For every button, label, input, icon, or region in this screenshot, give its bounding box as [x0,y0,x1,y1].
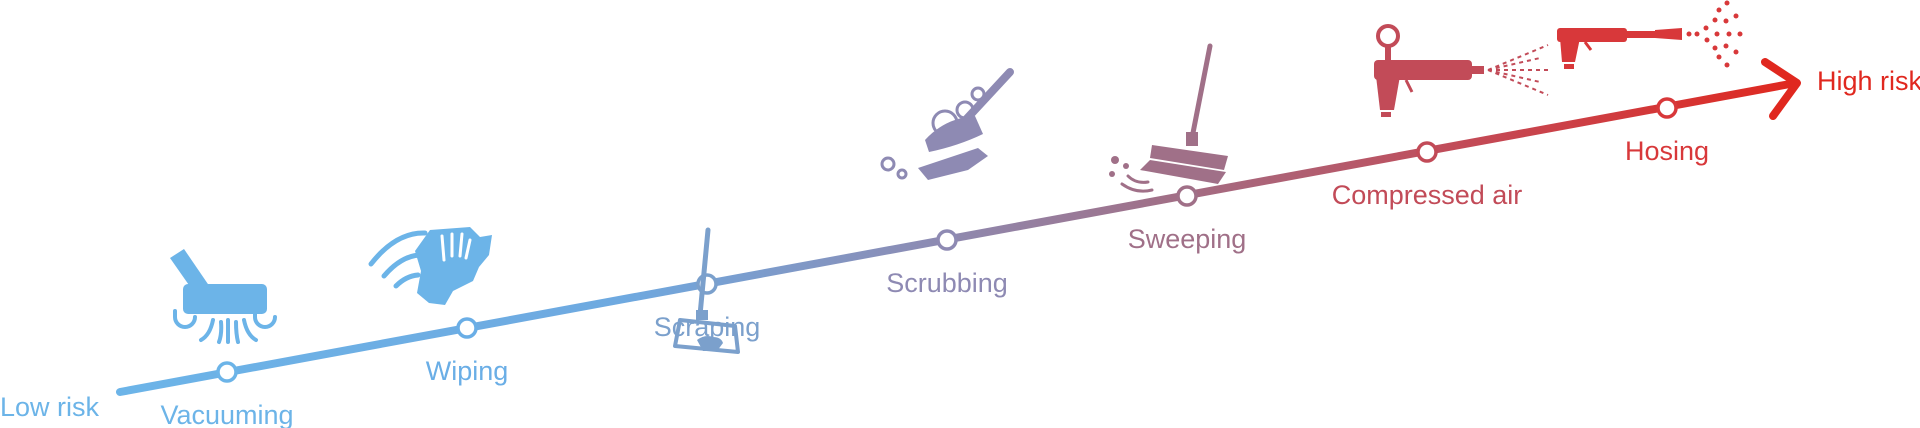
step-label: Hosing [1625,136,1709,166]
high-risk-label: High risk [1817,66,1920,96]
step-label: Vacuuming [160,400,293,428]
step-node [1656,97,1678,119]
step-node [456,317,478,339]
scraper-icon [673,227,740,354]
glove-wiping-icon [368,227,492,305]
step-label: Scrubbing [886,268,1008,298]
step-node [936,229,958,251]
arrow-head [1761,58,1801,120]
step-node [216,361,238,383]
hose-gun-icon [1557,0,1743,69]
step-label: Wiping [426,356,509,386]
step-label: Compressed air [1332,180,1523,210]
scrub-brush-icon [880,68,1014,180]
vacuum-icon [170,249,277,344]
step-label: Sweeping [1128,224,1247,254]
low-risk-label: Low risk [0,392,100,422]
air-gun-icon [1374,24,1549,117]
step-node [1176,185,1198,207]
broom-icon [1109,43,1228,193]
step-node [1416,141,1438,163]
